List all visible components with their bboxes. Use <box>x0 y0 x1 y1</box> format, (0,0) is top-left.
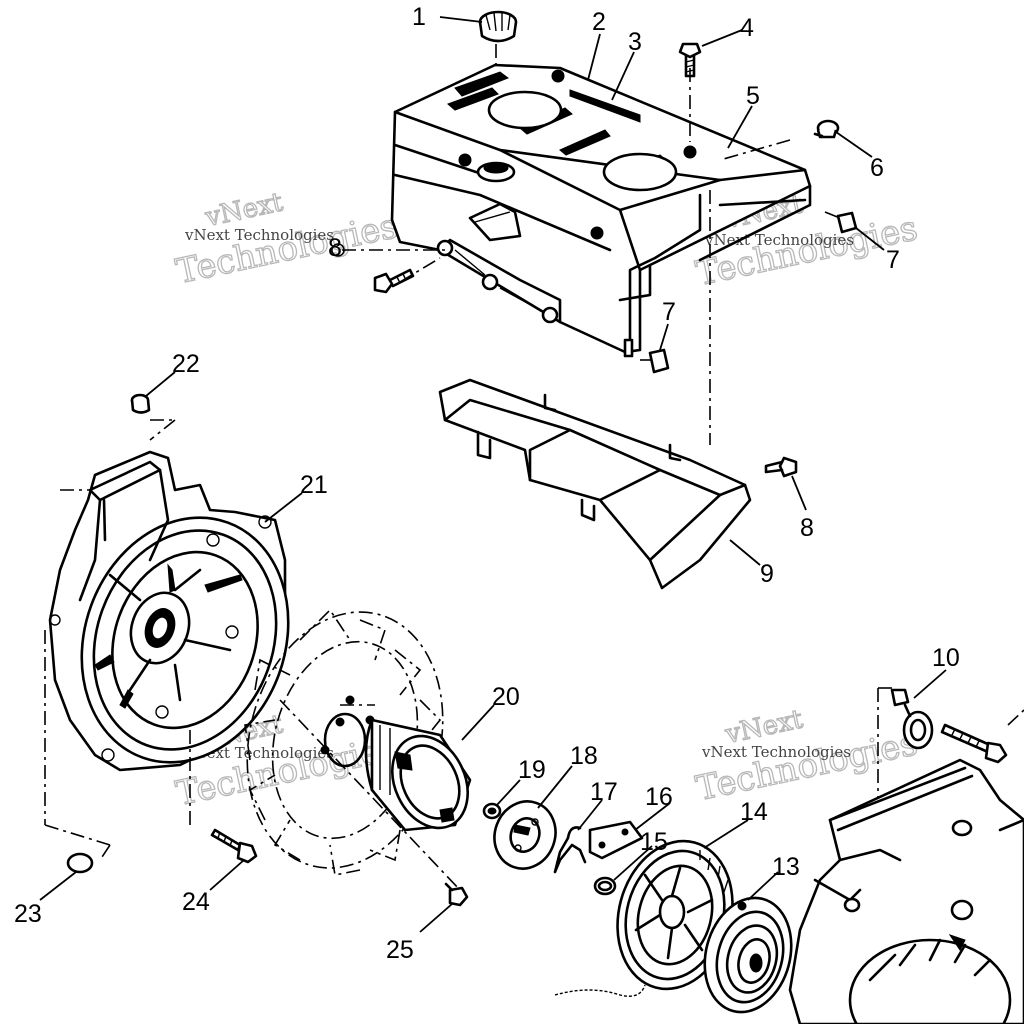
starter-housing <box>788 758 1024 1024</box>
callout-1: 1 <box>412 3 426 31</box>
callout-24: 24 <box>182 888 210 916</box>
guide-line <box>719 139 791 161</box>
callout-21: 21 <box>300 471 328 499</box>
part-8-screw-left <box>331 243 415 294</box>
callout-23: 23 <box>14 900 42 928</box>
part-20-starter-cup <box>364 718 472 832</box>
callout-16: 16 <box>645 783 673 811</box>
callout-13: 13 <box>772 853 800 881</box>
part-7-clip-lower <box>648 348 670 374</box>
part-25-bolt <box>444 882 469 907</box>
callout-8-left: 8 <box>328 234 342 262</box>
part-9-air-duct <box>438 378 752 590</box>
callout-4: 4 <box>740 14 754 42</box>
part-23-o-ring <box>66 852 94 874</box>
callout-15: 15 <box>640 828 668 856</box>
watermark-small-text: vNext Technologies <box>701 743 851 761</box>
guide-line <box>1007 709 1024 726</box>
callout-22: 22 <box>172 350 200 378</box>
callout-20: 20 <box>492 683 520 711</box>
part-17-spring-clip <box>553 826 587 874</box>
callout-9: 9 <box>760 560 774 588</box>
callout-10: 10 <box>932 644 960 672</box>
callout-19: 19 <box>518 756 546 784</box>
guide-line <box>99 844 111 861</box>
part-24-bolt <box>210 828 258 864</box>
callout-3: 3 <box>628 28 642 56</box>
callout-14: 14 <box>740 798 768 826</box>
callout-8-right: 8 <box>800 514 814 542</box>
part-2-cover-housing <box>390 63 812 358</box>
part-7-clip-upper <box>836 211 858 234</box>
callout-2: 2 <box>592 8 606 36</box>
guide-line <box>44 824 111 846</box>
callout-25: 25 <box>386 936 414 964</box>
leader-lines <box>39 16 947 933</box>
callout-18: 18 <box>570 742 598 770</box>
watermark-small-text: vNext Technologies <box>704 231 854 249</box>
callout-17: 17 <box>590 778 618 806</box>
part-18-plate <box>493 800 557 870</box>
callout-6: 6 <box>870 154 884 182</box>
part-16-pawl <box>588 820 644 860</box>
part-19-nut <box>482 802 502 820</box>
callout-7-lower: 7 <box>662 298 676 326</box>
part-21-fan-housing <box>48 450 290 772</box>
callout-5: 5 <box>746 82 760 110</box>
callout-labels: 1 2 3 4 5 6 7 7 8 8 9 10 13 14 15 16 17 … <box>14 3 960 964</box>
watermark-small-text: vNext Technologies <box>184 226 334 244</box>
part-4-bolt <box>678 42 702 78</box>
guide-line <box>279 699 461 891</box>
part-8-screw-right <box>764 456 798 478</box>
part-6-screw <box>813 119 840 139</box>
part-13-recoil-spring <box>703 896 793 1014</box>
guide-line <box>149 419 176 441</box>
callout-7-upper: 7 <box>886 246 900 274</box>
part-22-pin <box>130 393 151 414</box>
part-15-spring <box>593 876 617 896</box>
